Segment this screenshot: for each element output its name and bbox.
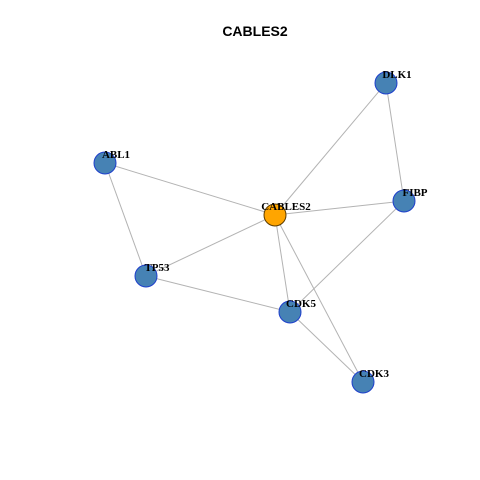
edge-cables2-dlk1 — [274, 82, 387, 216]
node-dlk1[interactable] — [374, 71, 398, 95]
node-label-cables2: CABLES2 — [261, 201, 311, 213]
nodes-layer — [93, 71, 416, 394]
node-cables2[interactable] — [263, 203, 287, 227]
edge-cables2-fibp — [274, 200, 405, 216]
node-tp53[interactable] — [134, 264, 158, 288]
node-label-cdk3: CDK3 — [359, 368, 389, 380]
edge-cables2-abl1 — [104, 162, 276, 216]
edge-tp53-cdk5 — [145, 275, 291, 313]
diagram-title: CABLES2 — [222, 23, 288, 39]
node-fibp[interactable] — [392, 189, 416, 213]
edge-cables2-cdk3 — [274, 214, 364, 383]
node-label-fibp: FIBP — [402, 187, 427, 199]
edge-cables2-tp53 — [145, 214, 276, 277]
edge-cables2-cdk5 — [274, 214, 291, 313]
edge-abl1-tp53 — [104, 162, 147, 277]
edge-dlk1-fibp — [385, 82, 405, 202]
node-label-dlk1: DLK1 — [382, 69, 411, 81]
node-cdk5[interactable] — [278, 300, 302, 324]
node-label-cdk5: CDK5 — [286, 298, 316, 310]
node-label-tp53: TP53 — [144, 262, 170, 274]
node-label-abl1: ABL1 — [102, 149, 130, 161]
node-abl1[interactable] — [93, 151, 117, 175]
edge-fibp-cdk5 — [289, 200, 405, 313]
edges-layer — [104, 82, 405, 383]
edge-cdk5-cdk3 — [289, 311, 364, 383]
node-cdk3[interactable] — [351, 370, 375, 394]
